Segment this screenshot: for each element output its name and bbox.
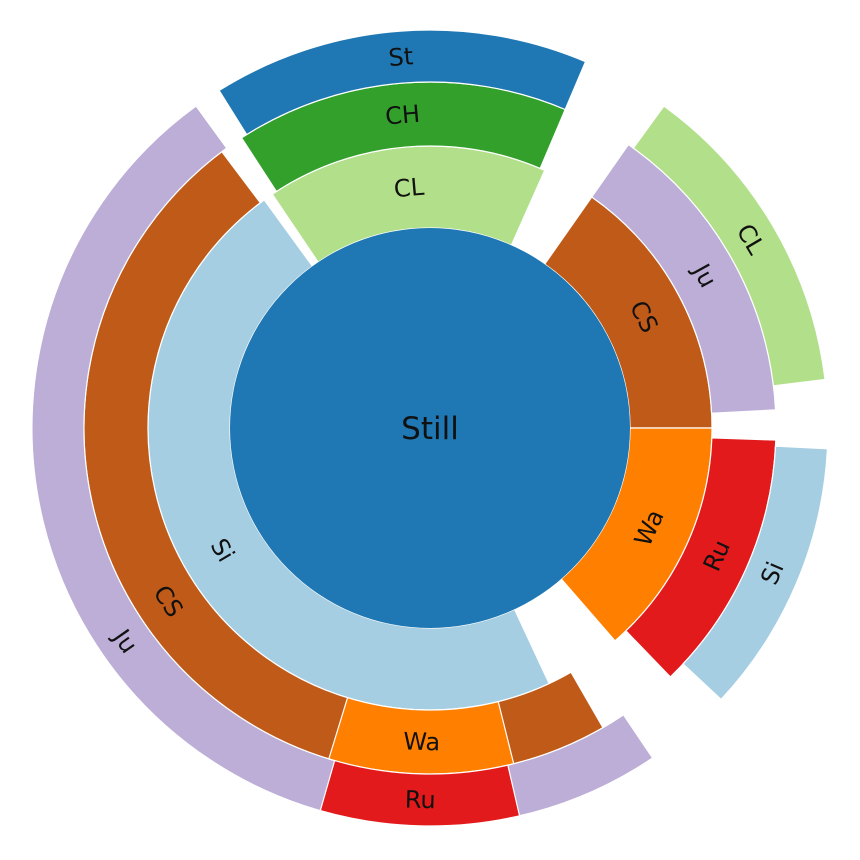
segment-label-ch-depth2: CH — [384, 100, 421, 131]
segment-st-depth3[interactable] — [218, 29, 587, 136]
segment-label-st-depth3: St — [387, 42, 414, 72]
segment-label-ru-depth3: Ru — [404, 785, 436, 814]
segment-ru-depth3[interactable] — [319, 759, 521, 827]
segment-si-depth3[interactable] — [682, 445, 829, 701]
segment-cl-depth3[interactable] — [632, 105, 826, 387]
root-label: Still — [401, 411, 459, 447]
sunburst-segments — [31, 29, 829, 827]
segment-ju-depth3[interactable] — [31, 105, 654, 827]
segment-label-wa-depth2: Wa — [403, 727, 441, 756]
segment-label-cl-depth1: CL — [393, 173, 426, 204]
root-node[interactable] — [230, 228, 630, 628]
